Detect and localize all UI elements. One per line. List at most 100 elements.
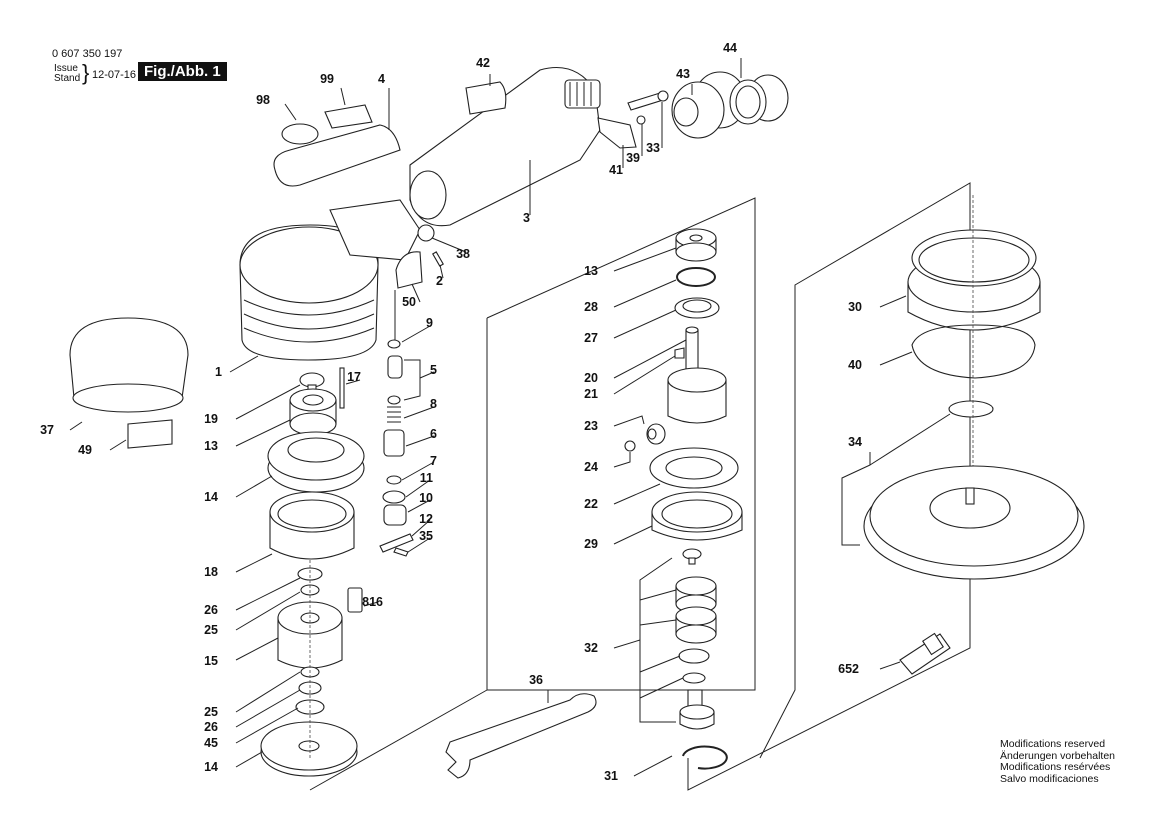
housing-part [239,199,421,361]
seal-washer-part [649,447,739,489]
figure-label: Fig./Abb. 1 [138,62,227,81]
label-disc-part [281,123,319,145]
hose-nipple-part [899,632,951,675]
issue-label-en: Issue [54,63,78,74]
issue-labels: Issue Stand [54,64,80,84]
part-label-98: 98 [256,93,270,107]
part-label-35: 35 [419,529,433,543]
part-label-20: 20 [584,371,598,385]
screw-head-part [657,90,669,102]
part-label-49: 49 [78,443,92,457]
part-label-17: 17 [347,370,361,384]
shroud-part [907,229,1041,331]
screw-part [682,548,702,565]
part-label-33: 33 [646,141,660,155]
part-label-43: 43 [676,67,690,81]
part-label-13: 13 [204,439,218,453]
part-label-10: 10 [419,491,433,505]
bearing-pair-part [675,576,717,644]
shaft-part [679,689,715,730]
part-label-12: 12 [419,512,433,526]
part-label-8: 8 [430,397,437,411]
washer-part [948,400,994,418]
leader-lines [69,58,951,777]
cover-cap-part [69,317,189,413]
part-label-652: 652 [838,662,859,676]
part-label-3: 3 [523,211,530,225]
seal-ring-part [911,324,1036,379]
issue-date: 12-07-16 [92,69,137,81]
issue-label-de: Stand [54,73,81,84]
part-label-6: 6 [430,427,437,441]
part-label-30: 30 [848,300,862,314]
part-label-32: 32 [584,641,598,655]
part-label-34: 34 [848,435,862,449]
set-screw-part [624,440,636,452]
part-label-14: 14 [204,490,218,504]
part-label-28: 28 [584,300,598,314]
part-label-36: 36 [529,673,543,687]
washer-part [678,648,710,664]
part-label-4: 4 [378,72,385,86]
part-label-13: 13 [584,264,598,278]
circlip-part [682,745,728,770]
dowel-pin-part [339,367,345,409]
o-ring-part [417,224,435,242]
part-label-5: 5 [430,363,437,377]
brace-icon: } [82,60,90,85]
part-label-45: 45 [204,736,218,750]
part-label-27: 27 [584,331,598,345]
part-label-21: 21 [584,387,598,401]
assembly-line [309,689,488,791]
part-label-29: 29 [584,537,598,551]
part-label-7: 7 [430,454,437,468]
bearing-part [289,388,337,436]
o-ring-part [682,672,706,684]
part-label-40: 40 [848,358,862,372]
part-label-41: 41 [609,163,623,177]
part-label-31: 31 [604,769,618,783]
part-label-26: 26 [204,603,218,617]
vane-part [347,587,363,613]
notice-line-es: Salvo modificaciones [1000,772,1099,785]
notice-line-fr: Modifications resérvées [1000,761,1111,773]
part-label-24: 24 [584,460,598,474]
assembly-bracket-pad [687,182,971,791]
end-plate-lower-part [260,721,358,777]
counterweight-part [646,423,666,445]
small-screw-part [636,115,646,125]
lever-part [273,124,401,187]
part-label-2: 2 [436,274,443,288]
part-label-18: 18 [204,565,218,579]
part-label-14: 14 [204,760,218,774]
muffler-part [395,251,423,289]
part-label-1: 1 [215,365,222,379]
grip-insert-part [465,81,507,115]
part-label-99: 99 [320,72,334,86]
part-label-38: 38 [456,247,470,261]
end-plate-part [267,431,365,493]
key-part [674,347,685,359]
part-label-25: 25 [204,623,218,637]
part-label-816: 816 [362,595,383,609]
modifications-notice: Modifications reserved Änderungen vorbeh… [1000,738,1115,785]
o-ring-part [676,267,716,287]
part-label-39: 39 [626,151,640,165]
label-49-part [127,419,173,449]
part-label-44: 44 [723,41,737,55]
washer-part [297,567,323,581]
spacer-ring-part [674,297,720,319]
notice-line-en: Modifications reserved [1000,738,1106,750]
clip-part [597,117,637,149]
group-bracket [639,557,676,723]
pin-part [432,251,444,267]
label-plate-part [324,104,373,129]
cylinder-part [269,491,355,560]
handle-part [409,66,601,227]
part-label-9: 9 [426,316,433,330]
assembly-bracket-spindle [486,197,756,691]
part-label-11: 11 [420,471,433,485]
part-label-19: 19 [204,412,218,426]
